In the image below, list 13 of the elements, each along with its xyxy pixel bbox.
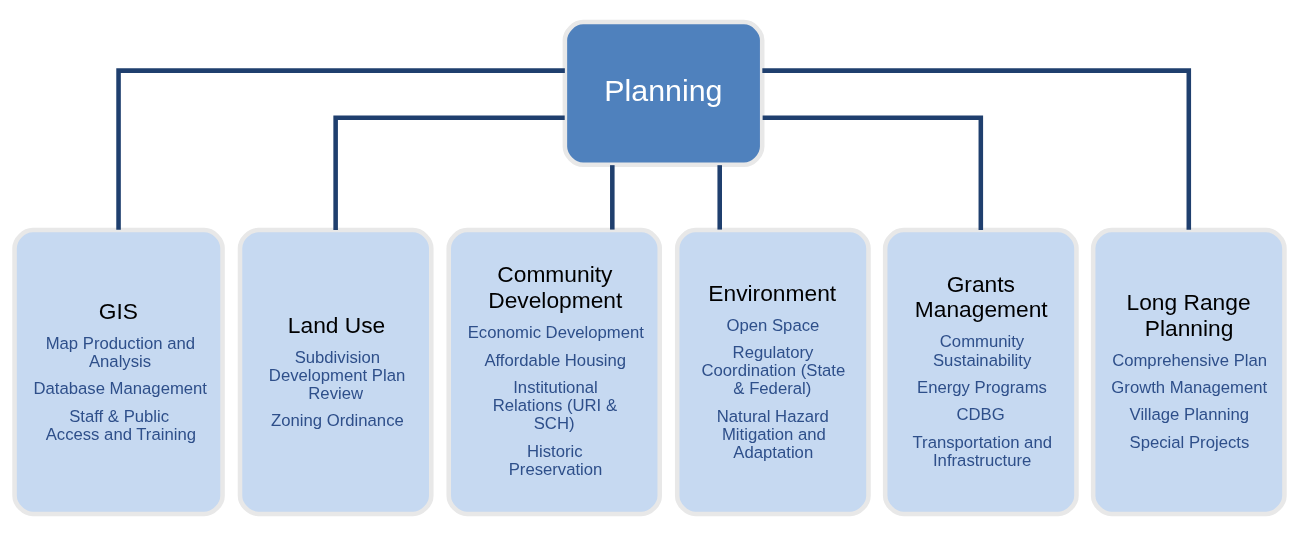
connector [717, 165, 722, 230]
connector [762, 68, 1192, 230]
node-box: Planning [562, 19, 765, 168]
node-box: GIS Map Production and Analysis Database Management Staff & Public Access and Training [12, 227, 225, 517]
connector [762, 115, 984, 230]
connector [610, 165, 615, 230]
node-box: Community Development Economic Development Affordable Housing Institutional Relations (URI & SCH) Historic Preservation [446, 227, 663, 517]
node-box: Environment Open Space Regulatory Coordination (State & Federal) Natural Hazard Mitigation and Adaptation [674, 227, 871, 517]
connector [116, 68, 565, 230]
node-box: Grants Management Community Sustainability Energy Programs CDBG Transportation and Infrastructure [882, 227, 1079, 517]
connector [333, 115, 565, 230]
node-box: Land Use Subdivision Development Plan Review Zoning Ordinance [237, 227, 434, 517]
node-box: Long Range Planning Comprehensive Plan Growth Management Village Planning Special Projects [1090, 227, 1287, 517]
